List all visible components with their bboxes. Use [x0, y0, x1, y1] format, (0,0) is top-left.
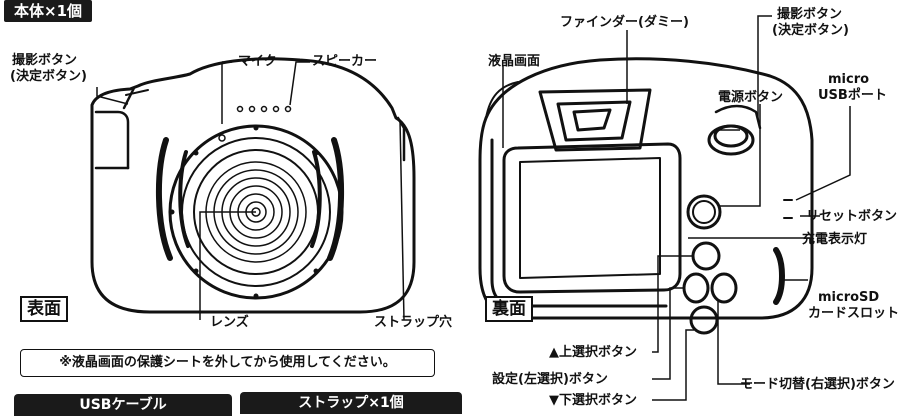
- back-side-label: 裏面: [485, 296, 533, 322]
- micro-usb-label: micro: [828, 72, 870, 87]
- reset-label: リセットボタン: [806, 209, 898, 224]
- usb-cable-tab: USBケーブル: [14, 394, 232, 416]
- front-shutter-label: 撮影ボタン: [12, 53, 78, 68]
- speaker-label: スピーカー: [312, 54, 378, 69]
- charge-lamp-label: 充電表示灯: [802, 232, 868, 247]
- micro-usb-sub-label: USBポート: [818, 88, 887, 103]
- power-label: 電源ボタン: [718, 90, 784, 105]
- up-button-label: ▲上選択ボタン: [549, 345, 637, 360]
- front-side-label: 表面: [20, 296, 68, 322]
- finder-label: ファインダー(ダミー): [560, 15, 689, 30]
- back-shutter-sub-label: (決定ボタン): [772, 23, 849, 38]
- microsd-label: microSD: [818, 290, 880, 305]
- protective-sheet-notice: ※液晶画面の保護シートを外してから使用してください。: [20, 349, 435, 377]
- mode-button-label: モード切替(右選択)ボタン: [740, 377, 895, 392]
- page-title: 本体×1個: [4, 0, 93, 22]
- mic-label: マイク: [238, 54, 277, 69]
- lens-label: レンズ: [210, 315, 249, 330]
- back-camera-body: [478, 57, 814, 320]
- strap-hole-label: ストラップ穴: [374, 315, 453, 330]
- back-shutter-label: 撮影ボタン: [777, 7, 843, 22]
- lcd-label: 液晶画面: [488, 54, 541, 69]
- down-button-label: ▼下選択ボタン: [549, 393, 637, 408]
- settings-button-label: 設定(左選択)ボタン: [492, 372, 608, 387]
- front-shutter-sub-label: (決定ボタン): [10, 69, 87, 84]
- microsd-sub-label: カードスロット: [808, 306, 900, 321]
- strap-tab: ストラップ×1個: [240, 392, 462, 414]
